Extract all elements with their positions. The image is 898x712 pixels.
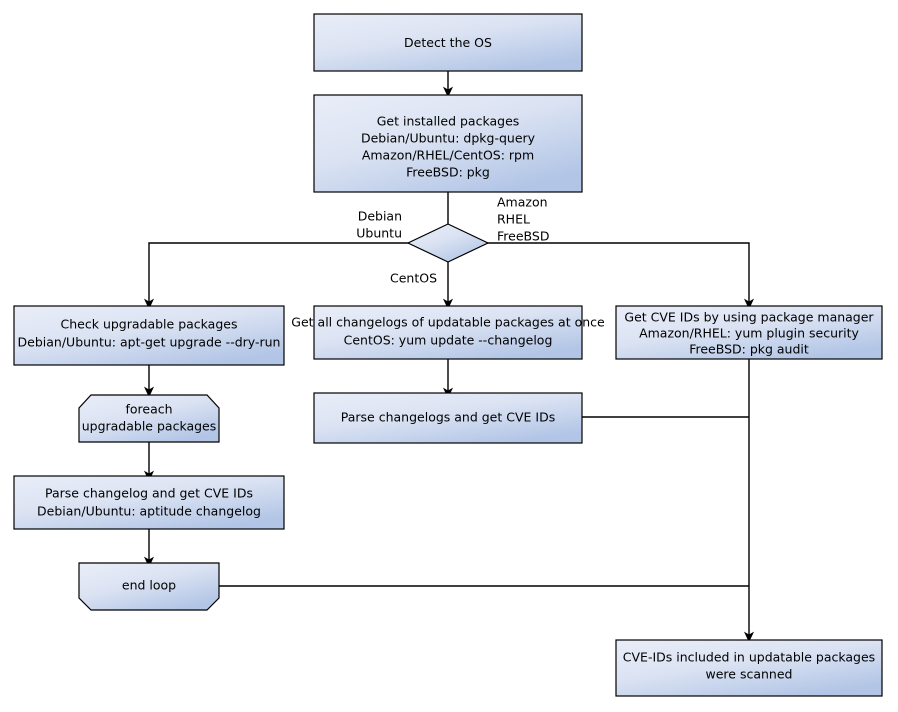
node-parse-changelog-line1: Parse changelog and get CVE IDs — [45, 486, 253, 501]
edge-label-amazon: Amazon — [497, 195, 548, 210]
edge-label-debian: Debian — [358, 209, 402, 224]
node-get-all-changelogs-line2: CentOS: yum update --changelog — [344, 333, 553, 348]
node-get-installed-packages-line3: Amazon/RHEL/CentOS: rpm — [362, 148, 534, 163]
node-get-all-changelogs: Get all changelogs of updatable packages… — [291, 305, 605, 360]
node-scan-complete-line1: CVE-IDs included in updatable packages — [623, 650, 875, 665]
node-get-installed-packages-line4: FreeBSD: pkg — [406, 165, 490, 180]
node-get-all-changelogs-line1: Get all changelogs of updatable packages… — [291, 315, 605, 330]
edge-label-ubuntu: Ubuntu — [356, 226, 402, 241]
node-end-loop-label: end loop — [122, 578, 176, 593]
node-parse-changelogs-get-cve-ids: Parse changelogs and get CVE IDs — [313, 392, 583, 444]
node-foreach-line1: foreach — [125, 402, 172, 417]
node-check-upgradable-line1: Check upgradable packages — [61, 317, 238, 332]
edge-label-centos: CentOS — [390, 271, 437, 286]
node-get-installed-packages-line2: Debian/Ubuntu: dpkg-query — [361, 131, 536, 146]
edge-decision-to-check-upgradable-packages — [143, 242, 411, 310]
node-get-cve-ids-line2: Amazon/RHEL: yum plugin security — [639, 326, 859, 341]
node-foreach-loop-start: foreach upgradable packages — [78, 394, 220, 443]
node-parse-changelog-line2: Debian/Ubuntu: aptitude changelog — [37, 504, 261, 519]
node-detect-os: Detect the OS — [313, 13, 583, 72]
edge-label-freebsd: FreeBSD — [497, 229, 549, 244]
node-parse-changelogs-label: Parse changelogs and get CVE IDs — [341, 410, 555, 425]
edge-label-rhel: RHEL — [497, 212, 530, 227]
node-get-cve-ids-line3: FreeBSD: pkg audit — [689, 342, 809, 357]
node-os-decision — [406, 223, 490, 263]
node-get-installed-packages-line1: Get installed packages — [377, 114, 520, 129]
node-scan-complete-line2: were scanned — [706, 667, 793, 682]
node-get-cve-ids-line1: Get CVE IDs by using package manager — [624, 310, 874, 325]
node-check-upgradable-line2: Debian/Ubuntu: apt-get upgrade --dry-run — [18, 335, 281, 350]
node-end-loop: end loop — [78, 562, 220, 611]
node-detect-os-label: Detect the OS — [404, 35, 492, 50]
node-get-cve-ids-package-manager: Get CVE IDs by using package manager Ama… — [615, 305, 883, 360]
node-get-installed-packages: Get installed packages Debian/Ubuntu: dp… — [313, 94, 583, 193]
node-scan-complete: CVE-IDs included in updatable packages w… — [615, 639, 883, 697]
node-parse-changelog-get-cve-ids: Parse changelog and get CVE IDs Debian/U… — [13, 475, 285, 530]
node-check-upgradable-packages: Check upgradable packages Debian/Ubuntu:… — [13, 305, 285, 366]
node-foreach-line2: upgradable packages — [82, 419, 217, 434]
edge-decision-to-get-cve-ids-package-manager — [487, 242, 755, 310]
